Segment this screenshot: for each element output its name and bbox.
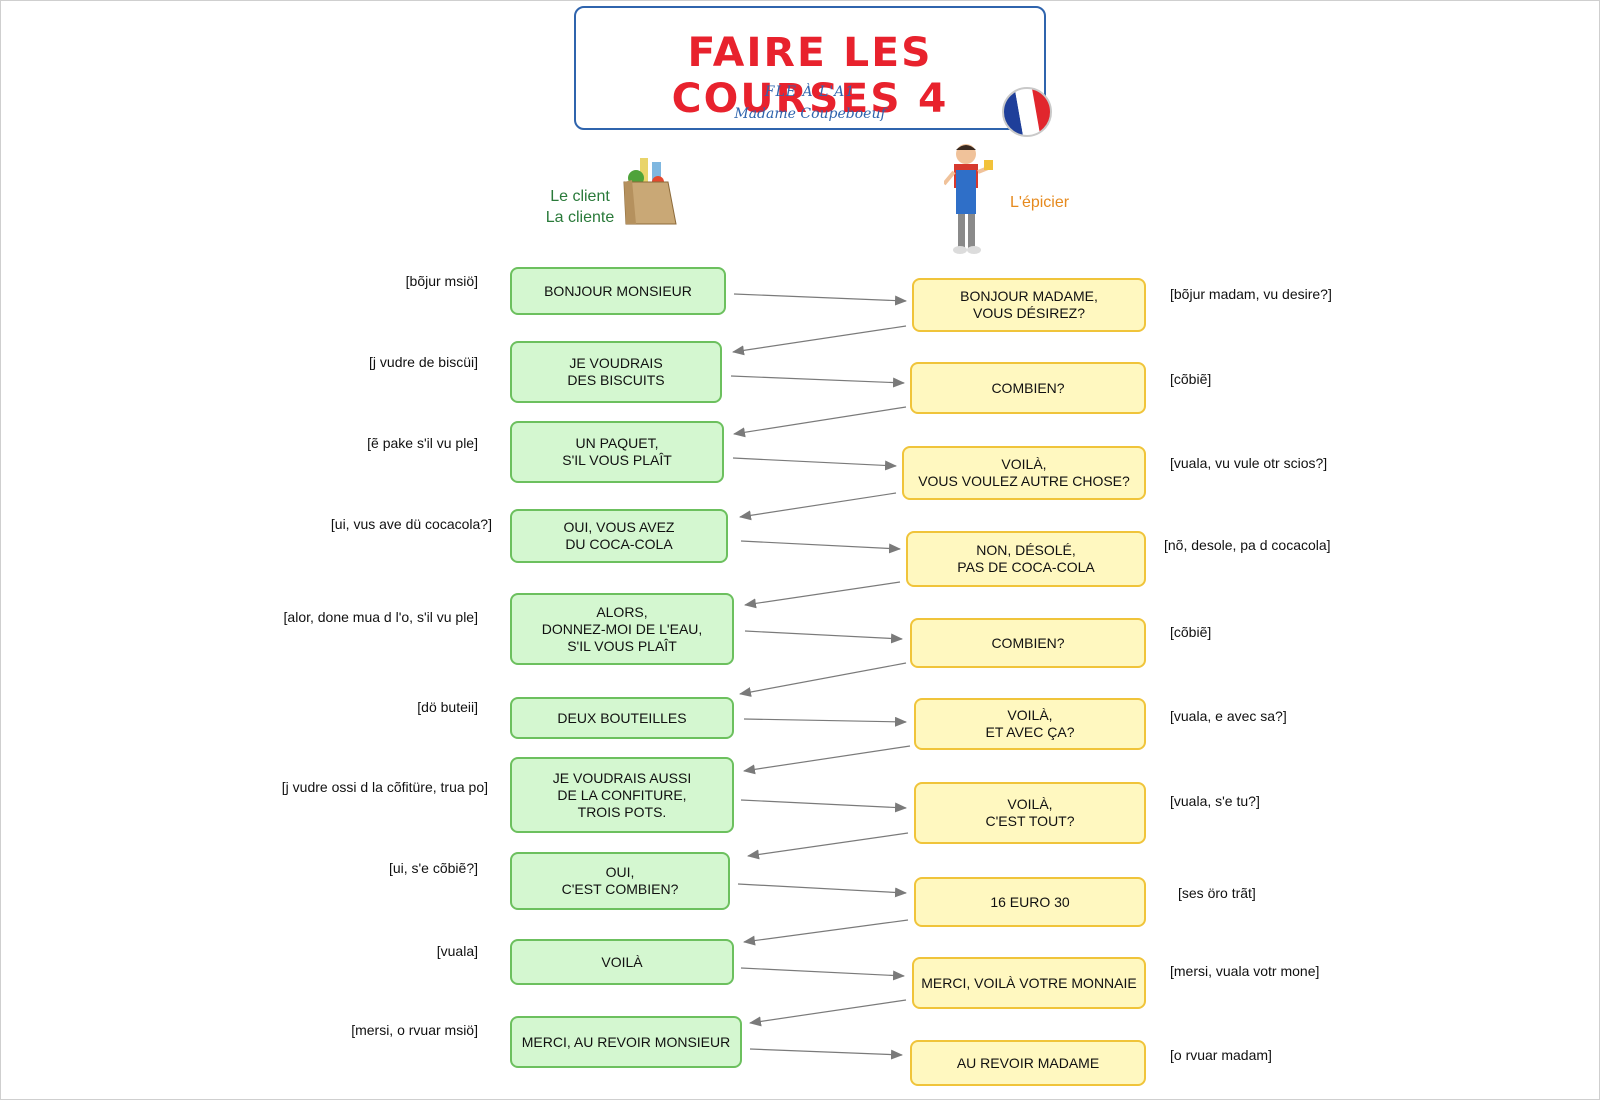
grocer-speech-box: COMBIEN? — [910, 618, 1146, 668]
arrow-to-grocer — [740, 967, 905, 981]
grocer-phonetic: [o rvuar madam] — [1170, 1047, 1272, 1063]
client-phonetic: [ui, s'e cõbiẽ?] — [388, 860, 478, 876]
grocer-phonetic: [vuala, e avec sa?] — [1170, 708, 1287, 724]
arrow-to-grocer — [737, 883, 907, 898]
grocer-phonetic: [ses öro trãt] — [1178, 885, 1256, 901]
client-speech-box: VOILÀ — [510, 939, 734, 985]
grocer-speech-box: VOILÀ, C'EST TOUT? — [914, 782, 1146, 844]
client-label: Le client — [550, 188, 610, 205]
french-flag-icon — [1000, 86, 1054, 138]
page-subtitle: FLE À L'A1 — [764, 84, 856, 100]
grocer-speech-box: AU REVOIR MADAME — [910, 1040, 1146, 1086]
grocer-speech-box: MERCI, VOILÀ VOTRE MONNAIE — [912, 957, 1146, 1009]
client-speech-box: OUI, VOUS AVEZ DU COCA-COLA — [510, 509, 728, 563]
author-name: Madame Coupeboeuf — [734, 106, 886, 122]
client-phonetic: [mersi, o rvuar msiö] — [351, 1022, 478, 1038]
grocer-role-label: L'épicier — [1010, 194, 1070, 211]
grocer-figure-icon — [944, 144, 993, 254]
title-box: FAIRE LES COURSES 4 FLE À L'A1 Madame Co… — [574, 6, 1046, 130]
arrow-to-grocer — [730, 375, 905, 388]
arrow-to-grocer — [743, 716, 907, 727]
client-speech-box: DEUX BOUTEILLES — [510, 697, 734, 739]
client-speech-box: JE VOUDRAIS DES BISCUITS — [510, 341, 722, 403]
grocer-phonetic: [mersi, vuala votr mone] — [1170, 963, 1320, 979]
grocer-phonetic: [vuala, s'e tu?] — [1170, 793, 1260, 809]
client-phonetic: [j vudre ossi d la cõfitüre, trua po] — [281, 779, 488, 795]
arrow-to-client — [749, 999, 907, 1027]
arrow-to-client — [739, 492, 897, 521]
client-speech-box: ALORS, DONNEZ-MOI DE L'EAU, S'IL VOUS PL… — [510, 593, 734, 665]
grocer-speech-box: 16 EURO 30 — [914, 877, 1146, 927]
client-phonetic: [vuala] — [436, 943, 478, 959]
arrow-to-client — [743, 745, 911, 775]
client-speech-box: UN PAQUET, S'IL VOUS PLAÎT — [510, 421, 724, 483]
client-phonetic: [j vudre de biscüi] — [369, 354, 478, 370]
arrow-to-client — [743, 919, 909, 946]
arrow-to-client — [733, 406, 907, 438]
client-phonetic: [alor, done mua d l'o, s'il vu ple] — [283, 609, 478, 625]
grocery-bag-icon — [623, 158, 677, 225]
grocer-speech-box: BONJOUR MADAME, VOUS DÉSIREZ? — [912, 278, 1146, 332]
arrow-to-grocer — [740, 540, 901, 554]
grocer-phonetic: [vuala, vu vule otr scios?] — [1170, 455, 1328, 471]
arrow-to-client — [739, 662, 907, 697]
client-phonetic: [dö buteii] — [417, 699, 478, 715]
client-speech-box: BONJOUR MONSIEUR — [510, 267, 726, 315]
arrow-to-grocer — [740, 799, 907, 813]
arrow-to-client — [744, 581, 901, 609]
grocer-phonetic: [bõjur madam, vu desire?] — [1170, 286, 1332, 302]
grocer-phonetic: [nõ, desole, pa d cocacola] — [1164, 537, 1331, 553]
arrow-to-grocer — [749, 1048, 903, 1060]
page-title: FAIRE LES COURSES 4 — [671, 30, 949, 122]
client-female-label: La cliente — [545, 209, 615, 226]
arrow-to-grocer — [744, 630, 903, 644]
client-phonetic: [bõjur msiö] — [405, 273, 478, 289]
arrow-to-client — [732, 325, 907, 356]
arrow-to-grocer — [732, 457, 897, 471]
grocer-speech-box: VOILÀ, ET AVEC ÇA? — [914, 698, 1146, 750]
grocer-speech-box: COMBIEN? — [910, 362, 1146, 414]
arrow-to-client — [747, 832, 909, 860]
grocer-phonetic: [cõbiẽ] — [1170, 624, 1212, 640]
client-phonetic: [ẽ pake s'il vu ple] — [367, 435, 478, 451]
arrow-to-grocer — [733, 293, 907, 306]
client-speech-box: MERCI, AU REVOIR MONSIEUR — [510, 1016, 742, 1068]
grocer-phonetic: [cõbiẽ] — [1170, 371, 1212, 387]
grocer-speech-box: NON, DÉSOLÉ, PAS DE COCA-COLA — [906, 531, 1146, 587]
grocer-speech-box: VOILÀ, VOUS VOULEZ AUTRE CHOSE? — [902, 446, 1146, 500]
client-speech-box: JE VOUDRAIS AUSSI DE LA CONFITURE, TROIS… — [510, 757, 734, 833]
client-role-label: Le client La cliente — [518, 186, 642, 228]
client-phonetic: [ui, vus ave dü cocacola?] — [330, 516, 492, 532]
client-speech-box: OUI, C'EST COMBIEN? — [510, 852, 730, 910]
